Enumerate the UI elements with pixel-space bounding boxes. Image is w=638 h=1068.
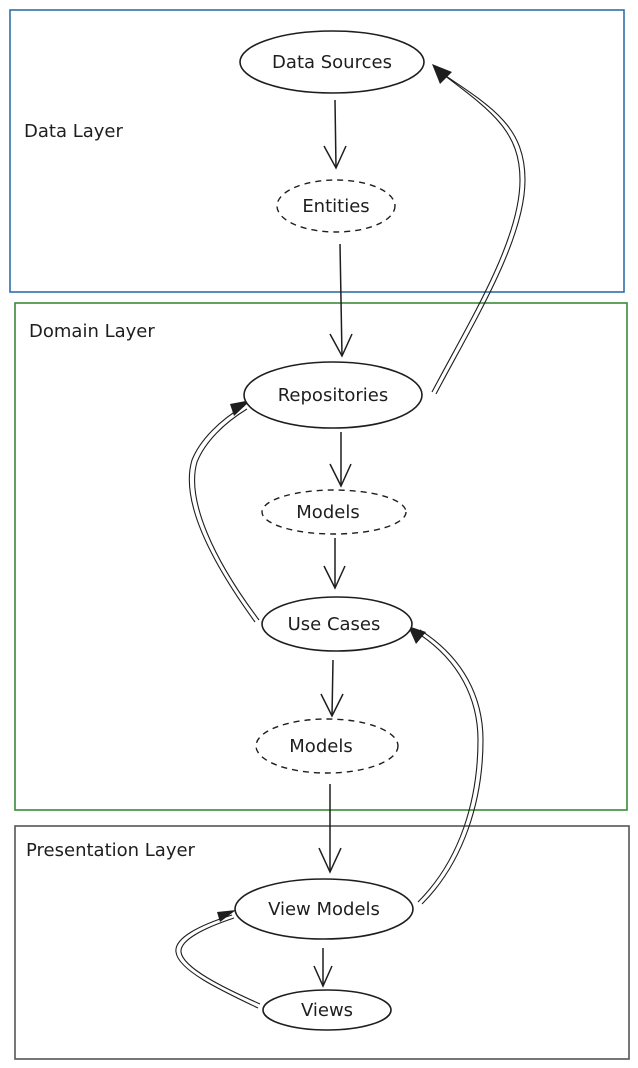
edge-views-to-view-models — [175, 914, 259, 1009]
arrowhead-data-sources — [432, 64, 452, 84]
edge-data-sources-to-entities — [334, 99, 337, 169]
node-entities-label: Entities — [302, 196, 369, 217]
arrowhead-view-models-return — [217, 910, 236, 922]
presentation-layer-frame — [14, 825, 630, 1060]
arrowhead-repositories-return — [230, 400, 251, 416]
domain-layer-label: Domain Layer — [29, 321, 155, 342]
edge-entities-to-repositories — [339, 243, 343, 357]
node-repositories: Repositories — [243, 361, 423, 429]
edge-use-cases-to-repositories — [188, 405, 256, 623]
edge-use-cases-to-repositories-double — [194, 408, 260, 621]
edge-use-cases-to-models — [331, 659, 334, 717]
node-entities: Entities — [276, 179, 396, 233]
edges — [175, 64, 526, 1009]
arrowhead-entities — [323, 145, 347, 170]
node-models-domain-label: Models — [296, 502, 359, 523]
edge-views-to-view-models-double — [180, 917, 261, 1005]
domain-layer-frame — [14, 302, 628, 811]
edge-repositories-to-data-sources — [431, 71, 521, 393]
node-models-domain: Models — [261, 489, 407, 535]
arrowhead-models-use-case — [320, 693, 344, 718]
data-layer-label: Data Layer — [24, 121, 123, 142]
node-data-sources-label: Data Sources — [272, 52, 392, 73]
edge-view-models-to-use-cases — [415, 631, 479, 903]
arrowhead-repositories — [329, 333, 353, 358]
node-view-models-label: View Models — [268, 899, 380, 920]
node-view-models: View Models — [234, 878, 414, 940]
arrowhead-views — [313, 965, 333, 988]
arrowhead-view-models — [318, 847, 342, 874]
edge-repositories-to-data-sources-double — [435, 73, 526, 395]
data-layer-frame — [9, 9, 625, 293]
node-use-cases-label: Use Cases — [288, 614, 381, 635]
presentation-layer-label: Presentation Layer — [26, 840, 196, 861]
arrowhead-use-cases — [323, 565, 346, 590]
node-views-label: Views — [301, 1000, 353, 1021]
node-models-use-case-label: Models — [289, 736, 352, 757]
node-models-use-case: Models — [255, 718, 399, 774]
node-views: Views — [262, 989, 392, 1031]
arrowhead-use-cases-return — [408, 626, 426, 644]
node-data-sources: Data Sources — [239, 30, 425, 94]
edge-view-models-to-use-cases-double — [419, 629, 484, 905]
node-use-cases: Use Cases — [261, 596, 413, 652]
node-repositories-label: Repositories — [278, 385, 389, 406]
arrowhead-models-domain — [329, 463, 352, 488]
